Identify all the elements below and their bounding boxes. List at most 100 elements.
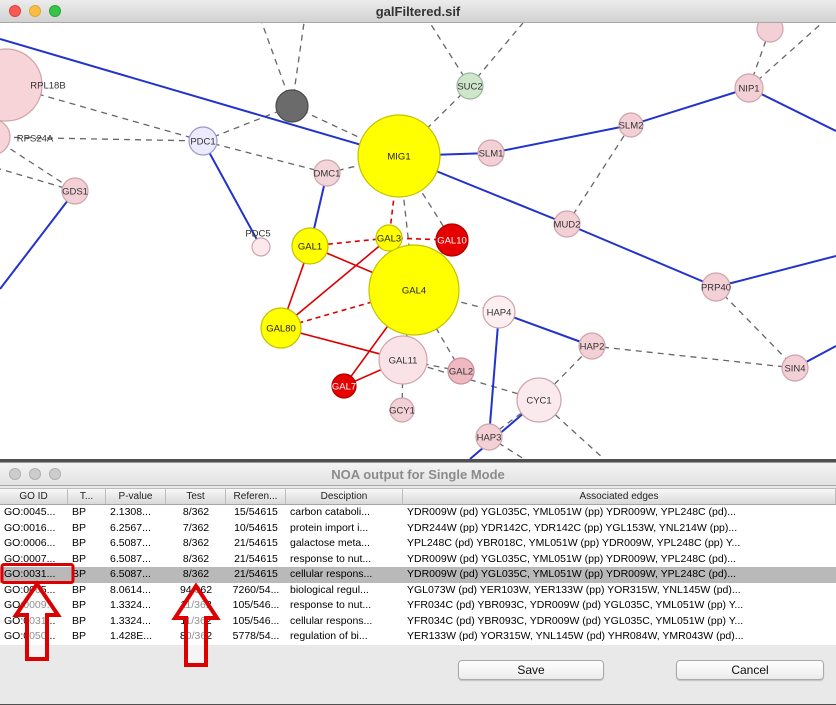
window-controls-inactive [9, 468, 61, 480]
cell: BP [72, 583, 87, 596]
graph-edge-gcy1-gal11[interactable] [401, 359, 404, 411]
graph-node-gal4[interactable] [368, 244, 460, 336]
column-header-desciption[interactable]: Desciption [286, 489, 403, 504]
graph-node-gal1[interactable] [291, 227, 329, 265]
graph-edge-prp40-pt[interactable] [715, 255, 836, 288]
graph-edge-mud2-slm2[interactable] [566, 124, 632, 225]
column-header-t[interactable]: T... [68, 489, 106, 504]
graph-node-hap2[interactable] [578, 332, 606, 360]
close-button-inactive[interactable] [9, 468, 21, 480]
graph-edge-suc2-mig1[interactable] [398, 85, 471, 157]
column-header-referen[interactable]: Referen... [226, 489, 286, 504]
graph-edge-hap4-hap3[interactable] [488, 311, 500, 438]
minimize-button[interactable] [29, 5, 41, 17]
graph-node-gal80[interactable] [260, 307, 302, 349]
graph-node-gal11[interactable] [378, 335, 428, 385]
graph-node-slm1[interactable] [477, 139, 505, 167]
graph-edge-nip1-pt[interactable] [748, 87, 836, 132]
graph-edge-rps24a-pdc1[interactable] [0, 136, 204, 142]
graph-edge-prp40-sin4[interactable] [715, 286, 796, 369]
graph-node-label-gal80: GAL80 [266, 324, 296, 335]
graph-node-label-gds1: GDS1 [62, 187, 88, 198]
graph-edge-gds1-pt[interactable] [0, 190, 76, 290]
graph-node-pdc1[interactable] [188, 126, 218, 156]
cell: YDR009W (pd) YGL035C, YML051W (pp) YDR00… [407, 552, 736, 565]
graph-node-slm2[interactable] [618, 112, 644, 138]
graph-node-rps24a[interactable] [0, 119, 11, 155]
graph-node-topright[interactable] [756, 23, 784, 43]
graph-window-titlebar[interactable]: galFiltered.sif [0, 0, 836, 23]
column-header-test[interactable]: Test [166, 489, 226, 504]
graph-edge-hap3-pt[interactable] [488, 436, 525, 459]
cell: 15/54615 [234, 506, 278, 518]
graph-edge-pdc1-pdc5[interactable] [202, 140, 262, 248]
graph-node-label-sin4: SIN4 [784, 364, 805, 375]
cell: BP [72, 630, 87, 642]
save-button[interactable]: Save [458, 660, 604, 680]
column-header-associated-edges[interactable]: Associated edges [403, 489, 836, 504]
zoom-button-inactive[interactable] [49, 468, 61, 480]
graph-node-hap3[interactable] [475, 423, 503, 451]
graph-node-label-hap4: HAP4 [487, 308, 512, 319]
graph-node-sin4[interactable] [781, 354, 809, 382]
graph-node-mig1[interactable] [357, 114, 441, 198]
graph-node-gds1[interactable] [61, 177, 89, 205]
cancel-button[interactable]: Cancel [676, 660, 824, 680]
cell: 1.428E... [110, 630, 153, 642]
graph-node-gal7[interactable] [331, 373, 357, 399]
close-button[interactable] [9, 5, 21, 17]
graph-edge-graynode-mig1[interactable] [291, 105, 400, 157]
graph-node-label-mud2: MUD2 [554, 220, 581, 231]
graph-node-rpl18b[interactable] [0, 48, 43, 122]
cell: BP [72, 614, 87, 627]
graph-edge-suc2-pt[interactable] [469, 23, 524, 87]
graph-edge-pdc1-dmc1[interactable] [202, 140, 328, 174]
graph-node-gal10[interactable] [435, 223, 469, 257]
graph-node-hap4[interactable] [482, 295, 516, 329]
graph-edge-rps24a-gds1[interactable] [0, 137, 76, 192]
cell: YGL073W (pd) YER103W, YER133W (pp) YOR31… [407, 583, 741, 596]
cell: 80/362 [179, 630, 213, 642]
graph-node-gal3[interactable] [375, 224, 403, 252]
graph-node-gal2[interactable] [447, 357, 475, 385]
graph-node-prp40[interactable] [701, 272, 731, 302]
graph-edge-gal80-gal3[interactable] [280, 237, 390, 329]
graph-node-suc2[interactable] [456, 72, 484, 100]
graph-node-label-hap2: HAP2 [580, 342, 605, 353]
graph-node-mud2[interactable] [553, 210, 581, 238]
graph-node-cyc1[interactable] [516, 377, 562, 423]
graph-edge-slm1-slm2[interactable] [490, 124, 632, 154]
zoom-button[interactable] [49, 5, 61, 17]
cell: cellular respons... [290, 614, 373, 627]
graph-node-graynode[interactable] [275, 89, 309, 123]
cell: 6.2567... [110, 521, 151, 534]
graph-node-label-gal3: GAL3 [377, 234, 401, 245]
noa-window-titlebar[interactable]: NOA output for Single Mode [0, 463, 836, 486]
minimize-button-inactive[interactable] [29, 468, 41, 480]
cell: YFR034C (pd) YBR093C, YDR009W (pd) YGL03… [407, 614, 744, 627]
cell: 21/54615 [234, 537, 278, 549]
graph-edge-mig1-pt[interactable] [0, 38, 400, 157]
column-header-p-value[interactable]: P-value [106, 489, 166, 504]
graph-edge-hap2-sin4[interactable] [591, 345, 796, 369]
column-header-go-id[interactable]: GO ID [0, 489, 68, 504]
graph-edge-nip1-pt[interactable] [748, 23, 823, 89]
graph-node-nip1[interactable] [734, 73, 764, 103]
graph-node-dmc1[interactable] [313, 159, 341, 187]
graph-node-gcy1[interactable] [389, 397, 415, 423]
graph-node-label-dmc1: DMC1 [314, 169, 341, 180]
graph-edge-slm2-nip1[interactable] [630, 87, 750, 126]
graph-node-pdc5[interactable] [251, 237, 271, 257]
graph-edge-mud2-prp40[interactable] [566, 223, 717, 288]
